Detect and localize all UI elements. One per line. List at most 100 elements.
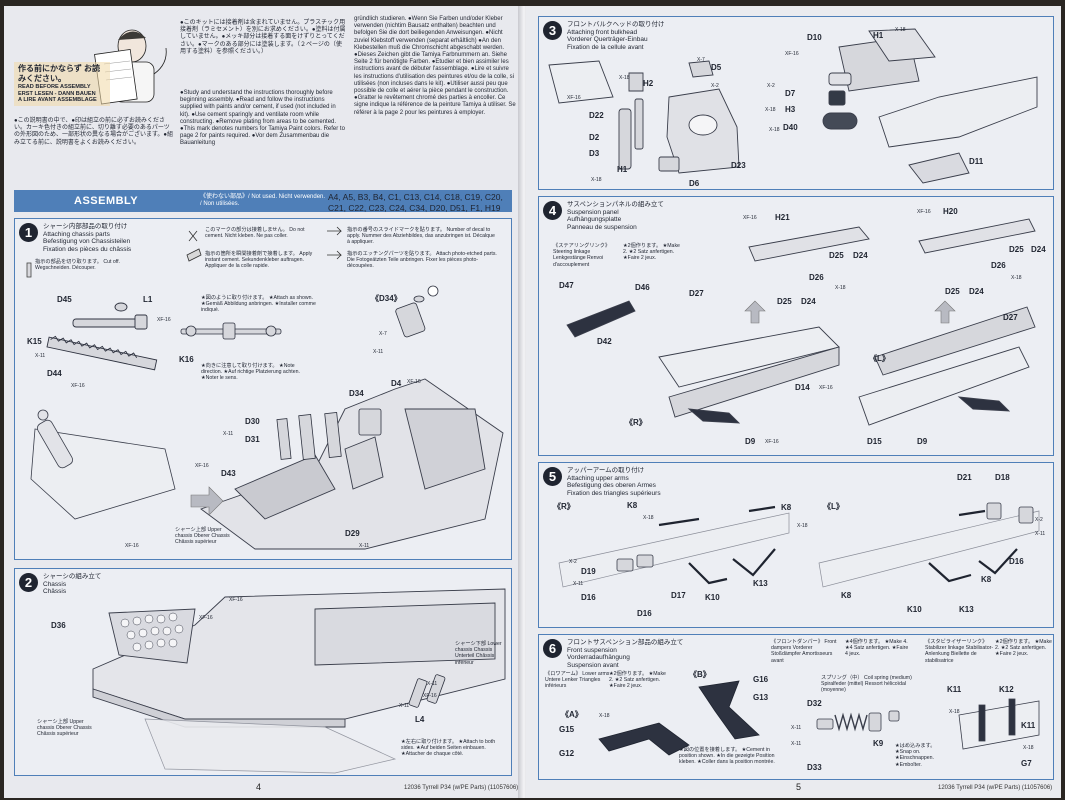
part-label: L4 (415, 715, 425, 724)
part-label: D29 (345, 529, 360, 538)
part-label: D22 (589, 111, 604, 120)
mascot-figure (14, 29, 167, 106)
paint-tag: X-2 (767, 83, 775, 89)
right-page: 3 フロントバルクヘッドの取り付け Attaching front bulkhe… (526, 6, 1061, 798)
step-3-drawing (548, 28, 1038, 184)
part-label: G15 (559, 725, 575, 734)
paint-tag: X-11 (573, 581, 584, 587)
part-label: D47 (559, 281, 574, 290)
part-label: K8 (841, 591, 852, 600)
unused-parts-list: A4, A5, B3, B4, C1, C13, C14, C18, C19, … (328, 192, 503, 213)
part-label: D16 (1009, 557, 1024, 566)
steering-link-part (566, 300, 636, 338)
paint-tag: XF-16 (195, 463, 209, 469)
read-before-banner: 作る前にかならず お読みください。 READ BEFORE ASSEMBLY E… (18, 64, 106, 104)
part-label: K13 (753, 579, 768, 588)
part-label: D46 (635, 283, 650, 292)
banner-line-en: READ BEFORE ASSEMBLY (18, 84, 91, 90)
step-6-title: フロントサスペンション部品の組み立て Front suspension Vord… (567, 639, 683, 669)
paint-tag: X-11 (427, 681, 438, 687)
paint-tag: XF-16 (765, 439, 779, 445)
make-2-note: ★2個作ります。 ★Make 2. ★2 Satz anfertigen. ★F… (623, 243, 680, 262)
paint-tag: X-18 (599, 713, 610, 719)
step-2-number: 2 (19, 573, 38, 592)
part-label: D4 (391, 379, 402, 388)
part-label: D9 (745, 437, 756, 446)
part-label: H2 (643, 79, 654, 88)
step-1-number: 1 (19, 223, 38, 242)
part-label: D30 (245, 417, 260, 426)
perforation-holes (120, 612, 184, 652)
steering-linkage-label: 《ステアリングリンク》 Steering linkage Lenkgestäng… (553, 243, 611, 268)
note-direction: ★向きに注意して取り付けます。 ★Note direction. ★Auf ri… (201, 363, 300, 382)
part-label: K10 (907, 605, 922, 614)
paint-tag: X-18 (949, 709, 960, 715)
step-4-title-fr: Panneau de suspension (567, 223, 637, 231)
part-label: D42 (597, 337, 612, 346)
paint-tag: XF-16 (785, 51, 799, 57)
part-label: D16 (581, 593, 596, 602)
paint-tag: X-18 (835, 285, 846, 291)
paint-tag: X-2 (711, 83, 719, 89)
step-5-title-en: Attaching upper arms (567, 474, 629, 482)
paint-tag: XF-16 (567, 95, 581, 101)
part-label: D10 (807, 33, 822, 42)
banner-line-de: ERST LESEN - DANN BAUEN (18, 90, 96, 97)
part-label: H1 (873, 31, 884, 40)
intro-japanese: ●この説明書の中で、●印は組立の前に必ずお読みください。カーキ色付きの組立前に、… (14, 118, 174, 146)
footer-code: 12036 Tyrrell P34 (w/PE Parts) (11057606… (938, 785, 1053, 791)
legend-photo-etched: 指示のエッチングパーツを貼ります。 Attach photo-etched pa… (347, 251, 497, 270)
paint-tag: X-11 (791, 741, 802, 747)
step-3-title-jp: フロントバルクヘッドの取り付け (567, 21, 665, 28)
step-3-number: 3 (543, 21, 562, 40)
paint-tag: X-11 (1035, 531, 1046, 537)
step-2-title: シャーシの組み立て Chassis Châssis (43, 573, 101, 596)
step-1-panel: 1 シャーシ内部部品の取り付け Attaching chassis parts … (14, 218, 512, 560)
part-label: K12 (999, 685, 1014, 694)
part-label: D40 (783, 123, 798, 132)
step-3-title-fr: Fixation de la cellule avant (567, 43, 644, 51)
stabilizer-linkage-label: 《スタビライザーリンク》 Stabilizer linkage Stabilis… (925, 639, 994, 664)
part-label: K8 (781, 503, 792, 512)
paint-tag: X-18 (1011, 275, 1022, 281)
part-label: D24 (853, 251, 868, 260)
part-label: D27 (689, 289, 704, 298)
part-label: D2 (589, 133, 600, 142)
step-1-drawing (26, 226, 504, 550)
part-label: K16 (179, 355, 194, 364)
step-4-drawing (566, 218, 1036, 426)
part-label: D24 (801, 297, 816, 306)
cement-position-note: ★図の位置を接着します。 ★Cement in position shown. … (679, 747, 775, 766)
part-label: D45 (57, 295, 72, 304)
part-label: D24 (969, 287, 984, 296)
paint-tag: X-18 (895, 27, 906, 33)
damper-make-4-note: ★4個作ります。 ★Make 4. ★4 Satz anfertigen. ★F… (845, 639, 909, 658)
step-5-title: アッパーアームの取り付け Attaching upper arms Befest… (567, 467, 661, 497)
unused-parts-block: 《使わない部品》/ Not used. Nicht verwenden. / N… (200, 192, 503, 213)
paint-tag: X-18 (765, 107, 776, 113)
step-6-number: 6 (543, 639, 562, 658)
instant-cement-icon (186, 248, 202, 262)
paint-tag: X-7 (697, 57, 705, 63)
part-label: D5 (711, 63, 722, 72)
lower-arm-part-b (698, 680, 760, 740)
part-label: D17 (671, 591, 686, 600)
legend-decal: 指示の番号のスライドマークを貼ります。 Number of decal to a… (347, 227, 495, 246)
paint-tag: XF-16 (819, 385, 833, 391)
assembly-arrow-icon (744, 300, 766, 324)
unused-label: 《使わない部品》/ Not used. Nicht verwenden. / N… (200, 194, 326, 208)
part-label: K8 (627, 501, 638, 510)
part-label: D3 (589, 149, 600, 158)
step-2-title-fr: Châssis (43, 588, 67, 596)
part-label: K8 (981, 575, 992, 584)
part-label: D25 (777, 297, 792, 306)
legend-cut-off: 指示の部品を切り取ります。 Cut off. Wegschneiden. Déc… (35, 259, 120, 272)
step-5-title-de: Befestigung des oberen Armes (567, 482, 656, 490)
step-4-number: 4 (543, 201, 562, 220)
assembly-arrow-icon (190, 486, 224, 516)
paint-tag: X-18 (1023, 745, 1034, 751)
snap-on-note: ★はめ込みます。 ★Snap on. ★Einschnappen. ★Emboî… (895, 743, 936, 768)
part-label: D19 (581, 567, 596, 576)
step-1-title-jp: シャーシ内部部品の取り付け (43, 223, 128, 230)
paint-tag: X-11 (359, 543, 370, 549)
